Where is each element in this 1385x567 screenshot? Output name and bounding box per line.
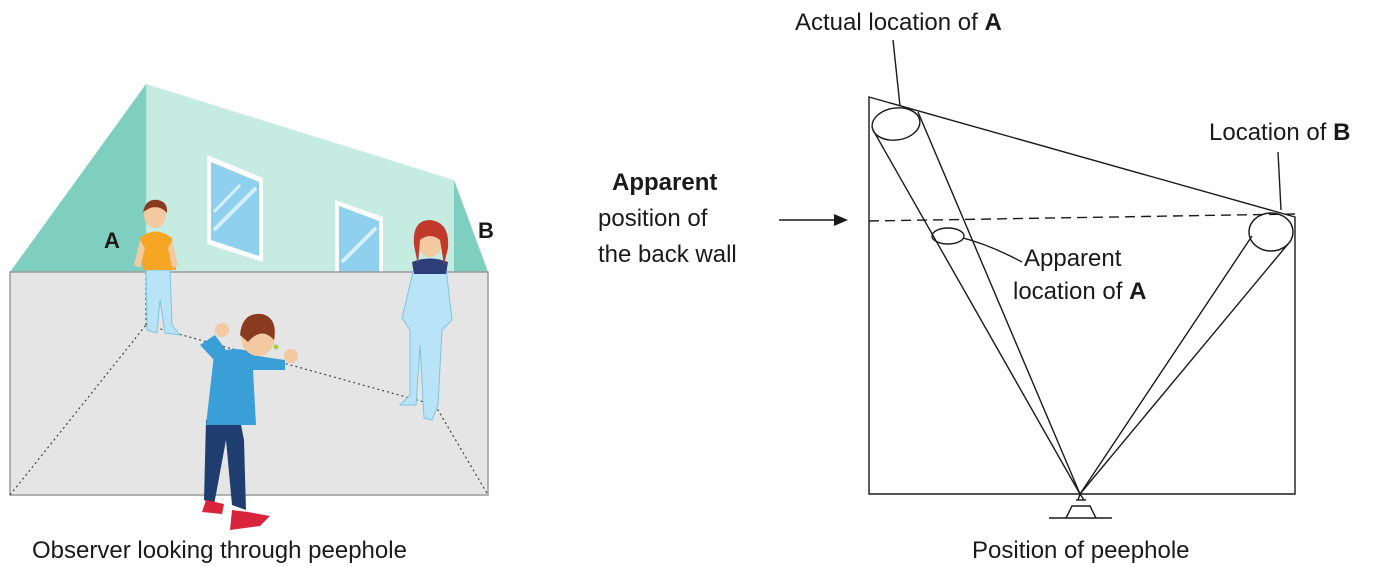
person-b bbox=[398, 220, 453, 421]
leader-location-b bbox=[1277, 151, 1282, 211]
apparent-wall-arrow-head bbox=[834, 214, 848, 226]
cone-b-left bbox=[1079, 235, 1253, 495]
ames-room-illustration: A B Observer looking through peephole bbox=[9, 84, 494, 564]
cone-a-left bbox=[872, 129, 1081, 495]
apparent-wall-label-line3: the back wall bbox=[598, 241, 737, 268]
right-caption: Position of peephole bbox=[972, 537, 1190, 564]
location-b-circle bbox=[1248, 212, 1294, 252]
actual-location-a-label: Actual location of A bbox=[795, 9, 1002, 36]
apparent-location-a-circle bbox=[931, 227, 965, 245]
apparent-back-wall-line bbox=[868, 213, 1296, 222]
location-b-label: Location of B bbox=[1209, 119, 1350, 146]
cone-b-right bbox=[1079, 243, 1289, 495]
apparent-location-a-line2: location of A bbox=[1013, 278, 1146, 305]
right-side-wall bbox=[454, 180, 488, 272]
apparent-wall-label-bold: Apparent bbox=[612, 169, 717, 196]
label-b-illustration: B bbox=[478, 218, 494, 243]
leader-apparent-a bbox=[962, 237, 1023, 263]
label-a-illustration: A bbox=[104, 228, 120, 253]
window-left bbox=[207, 155, 263, 262]
apparent-wall-label-line2: position of bbox=[598, 205, 708, 232]
leader-actual-a bbox=[892, 39, 901, 107]
peephole-stand bbox=[1049, 493, 1112, 519]
apparent-location-a-line1: Apparent bbox=[1024, 245, 1122, 272]
room-outline bbox=[868, 96, 1296, 495]
cone-a-right bbox=[917, 111, 1081, 495]
actual-location-a-circle bbox=[871, 107, 921, 141]
left-side-wall bbox=[10, 84, 146, 272]
ames-room-geometry-diagram bbox=[779, 39, 1296, 519]
left-caption: Observer looking through peephole bbox=[32, 537, 407, 564]
person-a bbox=[134, 199, 182, 336]
observer-boy bbox=[200, 313, 298, 530]
